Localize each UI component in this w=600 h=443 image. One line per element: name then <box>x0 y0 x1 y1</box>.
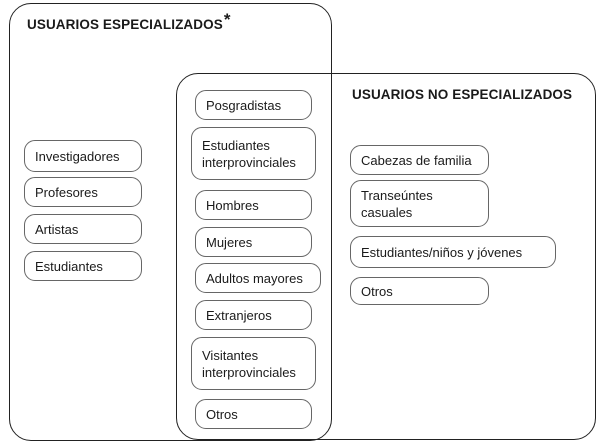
shared-item-extranjeros: Extranjeros <box>195 300 312 330</box>
non-specialized-item-estudiantes-ninos-jovenes: Estudiantes/niños y jóvenes <box>350 236 556 268</box>
specialized-users-group <box>9 3 332 441</box>
non-specialized-users-group <box>176 73 596 440</box>
non-specialized-item-cabezas-de-familia: Cabezas de familia <box>350 145 489 175</box>
specialized-item-artistas: Artistas <box>24 214 142 244</box>
specialized-item-profesores: Profesores <box>24 177 142 207</box>
shared-item-otros: Otros <box>195 399 312 429</box>
specialized-users-title: USUARIOS ESPECIALIZADOS* <box>27 10 231 34</box>
shared-item-hombres: Hombres <box>195 190 312 220</box>
non-specialized-users-title: USUARIOS NO ESPECIALIZADOS <box>352 87 573 102</box>
shared-item-mujeres: Mujeres <box>195 227 312 257</box>
specialized-title-asterisk: * <box>223 10 231 29</box>
specialized-title-text: USUARIOS ESPECIALIZADOS <box>27 17 223 32</box>
shared-item-visitantes-interprovinciales: Visitantes interprovinciales <box>191 337 316 390</box>
non-specialized-item-transeuntes-casuales: Transeúntes casuales <box>350 180 489 227</box>
shared-item-estudiantes-interprovinciales: Estudiantes interprovinciales <box>191 127 316 180</box>
shared-item-posgradistas: Posgradistas <box>195 90 312 120</box>
specialized-item-estudiantes: Estudiantes <box>24 251 142 281</box>
non-specialized-item-otros: Otros <box>350 277 489 305</box>
specialized-item-investigadores: Investigadores <box>24 140 142 172</box>
shared-item-adultos-mayores: Adultos mayores <box>195 263 321 293</box>
